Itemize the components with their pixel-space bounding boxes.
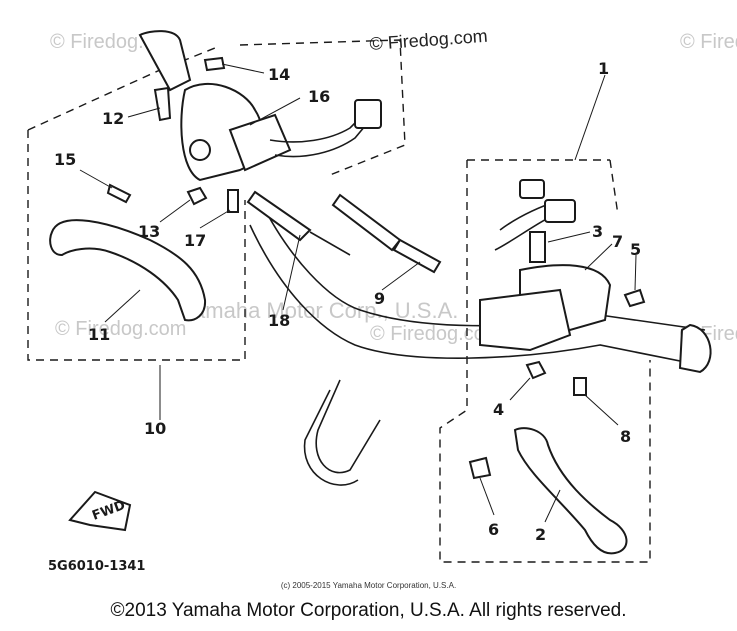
copyright-notice: ©2013 Yamaha Motor Corporation, U.S.A. A… [110,600,627,621]
watermark-mid-center: © Firedog.com [370,323,501,345]
diagram-code: 5G6010-1341 [48,559,145,574]
callout-3: 3 [592,222,603,241]
leader-18 [282,234,301,311]
right-lever-holder [468,179,646,480]
leader-4 [509,377,531,401]
leader-15 [79,169,113,189]
callout-numbers: 14 16 12 15 13 17 11 18 9 10 1 3 7 5 4 8… [54,59,641,544]
callout-4: 4 [493,400,504,419]
fwd-arrow-shape [68,490,132,532]
leader-12 [127,107,161,118]
middle-switches [246,190,442,274]
callout-9: 9 [374,289,385,308]
right-assembly-outline [439,159,651,563]
callout-5: 5 [630,240,641,259]
callout-18: 18 [268,311,290,330]
callout-1: 1 [598,59,609,78]
leader-11 [104,289,141,323]
nut-4 [525,360,547,380]
leader-8 [584,394,619,426]
leader-16 [249,97,301,126]
right-connector-b [544,199,576,223]
callout-17: 17 [184,231,206,250]
forward-direction-arrow: FWD [68,490,132,532]
bolt-12 [153,86,172,122]
switch-18 [246,190,312,242]
switch-18-wire [309,231,351,256]
bolt-6 [468,456,492,480]
left-switch-wire [269,117,361,143]
screw-14 [203,56,226,72]
leader-6 [479,477,495,516]
left-connector [354,99,382,129]
leader-17 [199,209,231,229]
left-lever-holder [180,82,382,182]
right-connector-a [519,179,545,199]
left-lever [49,219,207,322]
switch-9-cable [331,193,402,252]
callout-8: 8 [620,427,631,446]
screw-5 [623,288,646,308]
callout-16: 16 [308,87,330,106]
callout-7: 7 [612,232,623,251]
leader-lines [79,63,637,523]
right-lever [513,427,628,555]
small-copyright: (c) 2005-2015 Yamaha Motor Corporation, … [280,581,457,590]
leader-1 [574,74,606,161]
bolt-15 [106,183,132,204]
leader-2 [544,489,561,523]
left-switch-wire-2 [274,125,366,158]
leader-3 [547,231,591,243]
handlebar-bend-inner [303,389,359,486]
leader-7 [584,243,613,271]
callout-13: 13 [138,222,160,241]
watermark-top-right: © Firedog.com [680,31,737,53]
callout-12: 12 [102,109,124,128]
handlebar-tube-lower [249,224,701,366]
callout-10: 10 [144,419,166,438]
left-pivot [189,139,211,161]
right-grip-end [678,323,712,374]
faint-watermarks: © Firedog.com © Firedog.com © Firedog.co… [50,31,737,345]
screw-17 [227,189,239,213]
switch-9 [392,238,442,274]
right-holder-clamp [479,288,572,352]
callout-15: 15 [54,150,76,169]
left-small-parts [106,56,239,213]
screw-3 [529,231,546,263]
watermark-center-text: Yamaha Motor Corp., U.S.A. [180,298,458,323]
callout-2: 2 [535,525,546,544]
nut-13 [186,186,208,206]
leader-9 [381,261,421,291]
watermark-mid-left: © Firedog.com [55,318,186,340]
screw-8 [573,377,587,396]
leader-13 [159,199,191,223]
handlebar-parts-diagram: © Firedog.com © Firedog.com © Firedog.co… [27,26,737,574]
leader-14 [221,63,265,74]
handlebar-bend [315,379,381,474]
callout-14: 14 [268,65,290,84]
left-grip-end [138,30,192,92]
callout-11: 11 [88,325,110,344]
leader-5 [634,254,637,291]
callout-6: 6 [488,520,499,539]
